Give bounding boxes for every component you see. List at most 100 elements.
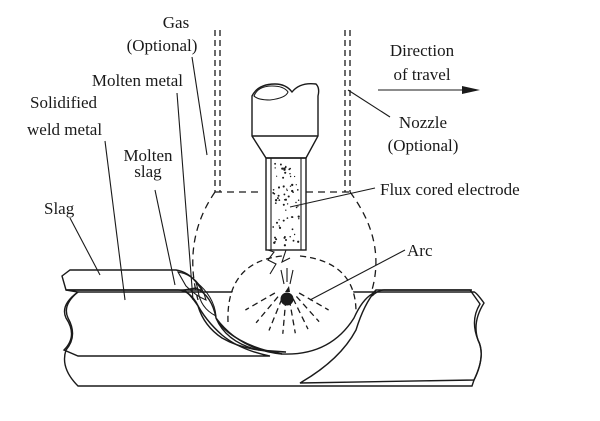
flux-particle [278, 225, 280, 227]
flux-particle [283, 244, 287, 247]
arc-ray [289, 269, 294, 285]
shielding-gas-envelope [192, 191, 377, 323]
arc-ray [280, 269, 285, 285]
flux-particle [274, 236, 276, 239]
right-plate [299, 289, 482, 384]
leader-solidified-weld-metal [104, 140, 126, 301]
flux-particle [297, 199, 300, 202]
flux-particle [281, 167, 284, 170]
flux-particle [296, 189, 299, 191]
flux-particle [295, 201, 297, 204]
flux-particle [283, 236, 286, 239]
flux-particle [287, 195, 290, 198]
label-direction: Direction [390, 41, 455, 60]
flux-particle [297, 205, 299, 207]
flux-particle [278, 226, 282, 230]
molten-slag-region [176, 271, 217, 317]
flux-particle [284, 198, 287, 201]
flux-particle [274, 202, 277, 204]
flux-particle [291, 228, 294, 231]
flux-particle [277, 194, 280, 197]
flux-particle [273, 192, 276, 195]
label-molten-slag-2: slag [134, 162, 162, 181]
arc-ray [292, 298, 309, 330]
flux-particle [293, 175, 296, 178]
label-molten-metal: Molten metal [92, 71, 183, 90]
label-weld-metal: weld metal [27, 120, 102, 139]
flux-particle [274, 199, 278, 202]
flux-particle [282, 219, 285, 222]
leader-flux-cored-electrode [289, 187, 376, 208]
flux-particle [283, 167, 286, 170]
arc-ray [245, 292, 276, 311]
leader-molten-metal [176, 92, 194, 301]
arc-ray [298, 292, 329, 311]
label-of-travel: of travel [393, 65, 450, 84]
arc-ray [255, 296, 279, 324]
flux-particle [284, 238, 288, 242]
flux-particle [274, 167, 276, 169]
arrow-head-icon [462, 86, 480, 94]
flux-particle [290, 216, 293, 218]
flux-particle [289, 236, 291, 238]
flux-particle [297, 215, 300, 218]
flux-core-particles [272, 162, 300, 247]
label-molten-slag-1: Molten [123, 146, 173, 165]
flux-particle [289, 172, 291, 175]
flux-particle [288, 168, 291, 171]
arc-ray [288, 299, 296, 334]
flux-particle [278, 219, 280, 221]
flux-particle [292, 239, 295, 242]
arc-ray [295, 295, 320, 323]
flux-particle [284, 171, 287, 174]
label-nozzle: Nozzle [399, 113, 447, 132]
flux-particle [297, 240, 300, 243]
flux-particle [286, 189, 288, 192]
label-gas: Gas [163, 13, 189, 32]
direction-arrow [378, 86, 480, 94]
label-arc: Arc [407, 241, 433, 260]
flux-particle [289, 175, 292, 178]
arc-ray [282, 299, 287, 334]
nozzle [214, 30, 351, 192]
flux-particle [293, 233, 296, 236]
leader-gas [191, 56, 208, 156]
flux-particle [272, 226, 275, 228]
flux-particle [286, 188, 288, 190]
flux-particle [282, 176, 285, 179]
flux-particle [276, 175, 278, 177]
flux-cored-electrode [265, 157, 307, 275]
label-slag: Slag [44, 199, 75, 218]
flux-particle [283, 199, 286, 201]
flux-particle [291, 183, 294, 187]
flux-particle [291, 189, 294, 193]
molten-metal-region [182, 287, 287, 353]
flux-particle [275, 238, 278, 241]
flux-particle [285, 209, 287, 211]
flux-particle [286, 203, 289, 205]
flux-particle [277, 186, 281, 189]
contact-tube [251, 82, 320, 159]
leader-slag [69, 217, 101, 276]
flux-particle [275, 221, 279, 224]
flux-particle [274, 162, 277, 165]
arc-ray [268, 298, 283, 331]
flux-particle [282, 203, 285, 206]
flux-particle [274, 240, 276, 243]
flux-particle [298, 218, 300, 220]
arc [245, 268, 329, 334]
leader-molten-slag [154, 189, 176, 286]
metal-droplet [280, 292, 294, 306]
label-gas-optional: (Optional) [127, 36, 198, 55]
flux-particle [286, 217, 289, 219]
flux-particle [282, 185, 285, 188]
leader-arc [309, 249, 406, 301]
label-nozzle-optional: (Optional) [388, 136, 459, 155]
label-flux-cored-electrode: Flux cored electrode [380, 180, 520, 199]
flux-particle [295, 184, 297, 186]
flux-particle [295, 206, 298, 209]
label-solidified: Solidified [30, 93, 98, 112]
flux-particle [278, 199, 281, 202]
flux-particle [279, 163, 282, 166]
